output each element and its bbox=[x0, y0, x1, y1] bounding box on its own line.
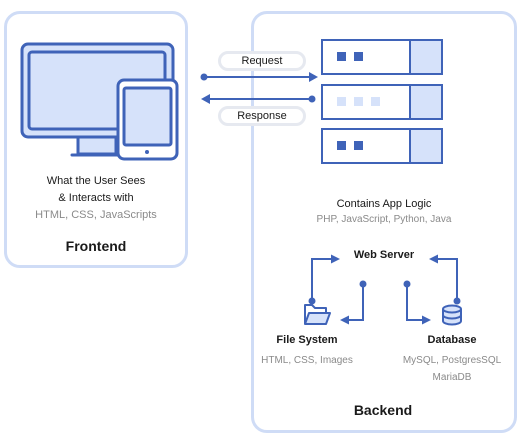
connector-database-to-webserver bbox=[429, 254, 461, 305]
server-rack-icon bbox=[321, 39, 443, 164]
file-system-detail: HTML, CSS, Images bbox=[261, 355, 353, 366]
frontend-title: Frontend bbox=[65, 238, 127, 254]
folder-icon bbox=[304, 304, 331, 325]
file-system-title: File System bbox=[276, 334, 338, 346]
backend-logic-languages: PHP, JavaScript, Python, Java bbox=[316, 214, 452, 225]
response-label: Response bbox=[237, 110, 287, 122]
request-pill: Request bbox=[218, 51, 306, 71]
database-icon bbox=[442, 304, 462, 326]
monitor-and-tablet-icon bbox=[20, 42, 179, 161]
database-detail-line2: MariaDB bbox=[432, 372, 472, 383]
connector-filesystem-to-webserver bbox=[308, 254, 340, 305]
frontend-description-line2: & Interacts with bbox=[58, 192, 134, 204]
backend-title: Backend bbox=[353, 402, 413, 418]
web-server-label: Web Server bbox=[353, 249, 415, 261]
backend-logic-title: Contains App Logic bbox=[336, 198, 432, 210]
server-unit bbox=[321, 84, 443, 120]
response-arrow bbox=[201, 94, 316, 104]
request-label: Request bbox=[241, 55, 283, 67]
frontend-description-line1: What the User Sees bbox=[46, 175, 146, 187]
frontend-tech: HTML, CSS, JavaScripts bbox=[35, 209, 157, 221]
database-detail-line1: MySQL, PostgresSQL bbox=[402, 355, 502, 366]
response-pill: Response bbox=[218, 106, 306, 126]
connector-webserver-to-database bbox=[403, 280, 431, 325]
request-arrow bbox=[200, 72, 318, 82]
server-unit bbox=[321, 128, 443, 164]
backend-panel bbox=[251, 11, 517, 433]
connector-webserver-to-filesystem bbox=[340, 280, 367, 325]
server-unit bbox=[321, 39, 443, 75]
database-title: Database bbox=[427, 334, 477, 346]
